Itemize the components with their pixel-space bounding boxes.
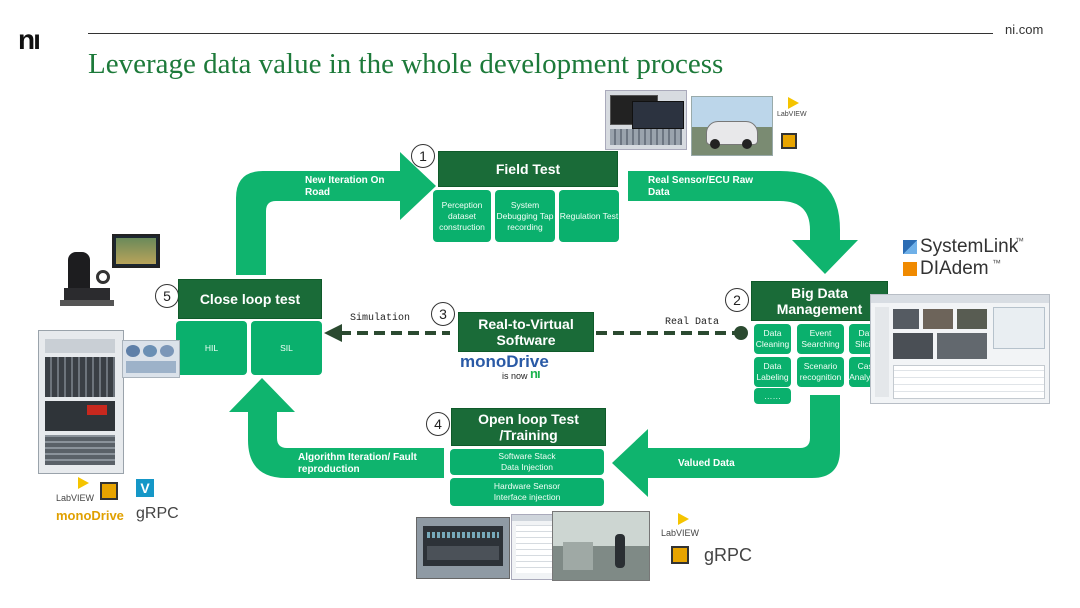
diadem-screenshot xyxy=(870,294,1050,404)
step-2-badge: 2 xyxy=(725,288,749,312)
diadem-text: DIAdem xyxy=(920,258,989,279)
open-loop-cell: Software Stack Data Injection xyxy=(450,449,604,475)
open-loop-header: Open loop Test /Training xyxy=(451,408,606,446)
step-1-badge: 1 xyxy=(411,144,435,168)
systemlink-icon xyxy=(903,240,917,254)
big-data-cell: Data Cleaning xyxy=(754,324,791,354)
systemlink-tm: ™ xyxy=(1015,236,1024,246)
monodrive-logo: monoDrive xyxy=(460,352,549,371)
is-now-text: is now xyxy=(502,371,528,381)
new-iteration-label: New Iteration On Road xyxy=(305,175,385,198)
test-car-image xyxy=(691,96,773,156)
algorithm-iteration-label: Algorithm Iteration/ Fault reproduction xyxy=(298,452,417,475)
simulation-label: Simulation xyxy=(350,313,411,324)
veristand-icon: V xyxy=(136,479,154,497)
grpc-icon: gRPC xyxy=(136,505,179,522)
diadem-tm: ™ xyxy=(992,258,1001,268)
step-4-badge: 4 xyxy=(426,412,450,436)
grpc-icon: gRPC xyxy=(704,545,753,565)
big-data-cell: …… xyxy=(754,388,791,404)
header-rule xyxy=(88,33,993,34)
new-iteration-arrow xyxy=(236,152,436,275)
step-5-badge: 5 xyxy=(155,284,179,308)
labview-icon xyxy=(678,513,689,525)
hardware-rack-image xyxy=(416,517,510,579)
close-loop-cell: HIL xyxy=(176,321,247,375)
big-data-cell: Event Searching xyxy=(797,324,844,354)
systemlink-text: SystemLink xyxy=(920,236,1019,257)
real-data-dot xyxy=(734,326,748,340)
field-test-cell: Regulation Test xyxy=(559,190,619,242)
algorithm-iteration-arrow xyxy=(229,378,444,478)
real-data-label: Real Data xyxy=(665,317,720,328)
labview-text: LabVIEW xyxy=(56,493,95,503)
pxi-chassis-image xyxy=(605,90,687,150)
monodrive-logo: monoDrive xyxy=(56,508,124,523)
real-sensor-arrow xyxy=(628,171,858,274)
simulator-monitor-image xyxy=(112,234,160,268)
open-loop-cell: Hardware Sensor Interface injection xyxy=(450,478,604,506)
field-test-header: Field Test xyxy=(438,151,618,187)
site-link[interactable]: ni.com xyxy=(1005,22,1044,37)
real-sensor-label: Real Sensor/ECU Raw Data xyxy=(648,175,754,198)
software-window-image xyxy=(511,514,559,580)
labview-icon xyxy=(788,97,799,109)
labview-icon xyxy=(78,477,89,489)
big-data-cell: Data Labeling xyxy=(754,357,791,387)
camera-view-image xyxy=(552,511,650,581)
valued-data-label: Valued Data xyxy=(678,458,735,469)
ni-logo: nı xyxy=(18,24,41,55)
big-data-header: Big Data Management xyxy=(751,281,888,321)
page-title: Leverage data value in the whole develop… xyxy=(88,48,724,80)
diadem-icon xyxy=(903,262,917,276)
labview-text: LabVIEW xyxy=(777,111,807,118)
close-loop-header: Close loop test xyxy=(178,279,322,319)
big-data-cell: Scenario recognition xyxy=(797,357,844,387)
sensor-displays-image xyxy=(122,340,180,378)
hil-rack-image xyxy=(38,330,124,474)
real-to-virtual-header: Real-to-Virtual Software xyxy=(458,312,594,352)
labview-text: LabVIEW xyxy=(661,528,700,538)
close-loop-cell: SIL xyxy=(251,321,322,375)
driving-seat-image xyxy=(60,252,114,314)
field-test-cell: Perception dataset construction xyxy=(433,190,491,242)
simulation-arrowhead xyxy=(324,324,342,342)
valued-data-arrow xyxy=(612,395,840,497)
chip-icon xyxy=(781,133,797,149)
step-3-badge: 3 xyxy=(431,302,455,326)
field-test-cell: System Debugging Tap recording xyxy=(495,190,555,242)
chip-icon xyxy=(100,482,118,500)
chip-icon xyxy=(671,546,689,564)
ni-mark-icon: nı xyxy=(530,366,541,381)
